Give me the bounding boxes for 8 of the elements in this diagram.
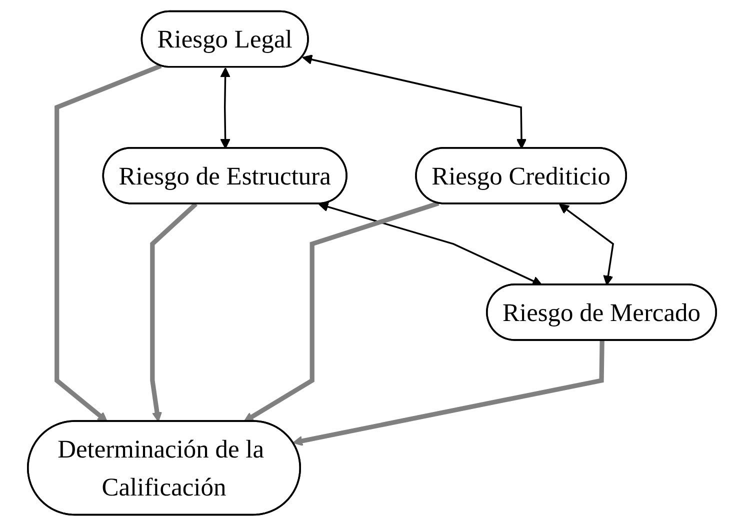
arrow	[244, 201, 440, 422]
arrow	[318, 202, 542, 286]
arrow	[302, 54, 527, 149]
arrow	[54, 64, 162, 422]
arrow	[220, 67, 230, 149]
arrow	[150, 202, 198, 422]
arrow	[292, 340, 604, 446]
arrow	[558, 204, 614, 286]
